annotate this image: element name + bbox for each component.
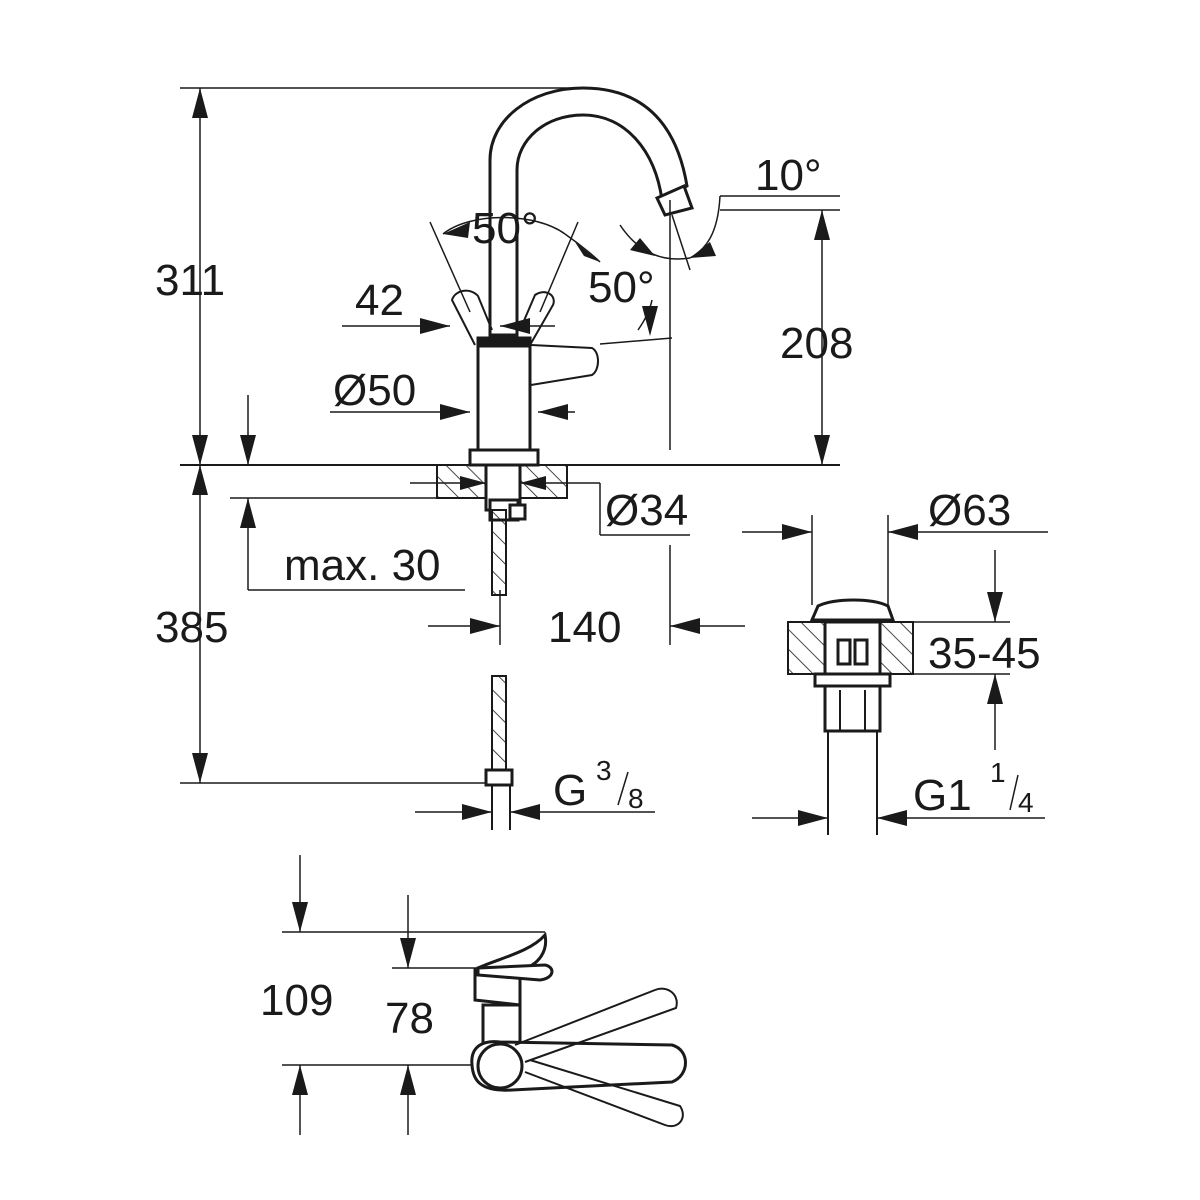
dim-o34-label: Ø34 [605,486,688,535]
dim-109: 109 [260,855,545,1135]
dim-o50-label: Ø50 [333,366,416,415]
faucet-front-view [180,86,840,830]
dim-311-label: 311 [155,256,225,305]
dim-g38-label: G [553,766,587,815]
faucet-base [468,448,540,467]
dim-78: 78 [385,895,478,1135]
dim-10deg: 10° [619,151,840,271]
dim-g114-label: G1 [913,771,972,820]
dim-42: 42 [342,276,555,334]
dim-35-45-label: 35-45 [928,629,1041,678]
dim-g114-num: 1 [990,757,1006,788]
drain-assembly [787,598,914,835]
dim-o63: Ø63 [742,486,1048,605]
dim-311: 311 [155,87,583,465]
dim-385: 385 [155,465,486,784]
dim-o34: Ø34 [410,476,690,536]
handle-top-cap [476,336,532,348]
faucet-spout [488,86,689,337]
dim-385-label: 385 [155,603,228,652]
spout-aerator [654,183,694,217]
faucet-side-view [470,931,687,1128]
dim-g114: G1 1 4 [752,757,1045,826]
dim-78-label: 78 [385,994,434,1043]
side-lever-handle [470,1040,687,1092]
handle-left-position [450,289,493,346]
dim-50deg-left-label: 50° [472,204,539,253]
dim-140: 140 [428,545,745,652]
drain-cap [809,598,896,622]
dim-42-label: 42 [355,276,404,325]
dim-140-label: 140 [548,603,621,652]
dim-o50: Ø50 [330,366,575,420]
hose-connector [484,768,514,787]
handle-right-position [519,291,555,346]
dim-max30: max. 30 [230,395,465,591]
faucet-handle [476,336,532,452]
dim-g114-den: 4 [1018,787,1034,818]
dim-g38: G 3 8 [415,755,655,820]
dim-50deg-left: 50° [429,204,601,313]
supply-hose-upper [491,509,507,596]
dim-10deg-label: 10° [755,151,822,200]
dim-208-label: 208 [780,319,853,368]
dim-o63-label: Ø63 [928,486,1011,535]
dim-g38-den: 8 [628,783,644,814]
dim-109-label: 109 [260,976,333,1025]
dim-g38-num: 3 [596,755,612,786]
handle-open-position [530,344,599,386]
mounting-stud [508,503,527,521]
drain-body [823,684,882,733]
drain-nut [813,672,892,688]
dim-50deg-right-label: 50° [588,263,655,312]
supply-hose-lower [491,675,507,772]
dim-35-45: 35-45 [913,550,1041,750]
dim-max30-label: max. 30 [284,541,441,590]
dim-50deg-right: 50° [588,263,673,345]
dim-208: 208 [720,209,853,465]
